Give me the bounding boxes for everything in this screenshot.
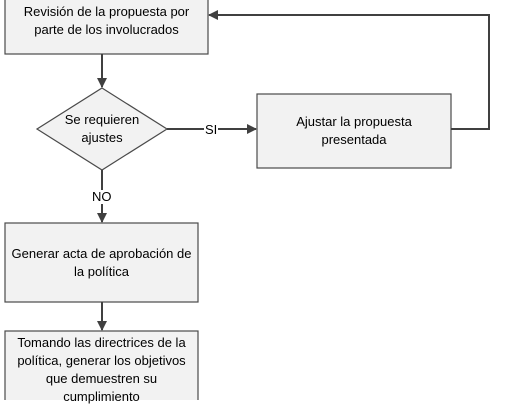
flowchart-canvas (4, 0, 490, 400)
edge-label-yes: SI (204, 122, 219, 137)
adjust-box (256, 93, 452, 169)
edge-label-no: NO (91, 189, 113, 204)
approval-box (4, 222, 199, 303)
connector-adjust-to-review (208, 10, 490, 130)
decision-diamond (35, 87, 169, 171)
objectives-box (4, 330, 199, 400)
review-box (4, 0, 209, 55)
